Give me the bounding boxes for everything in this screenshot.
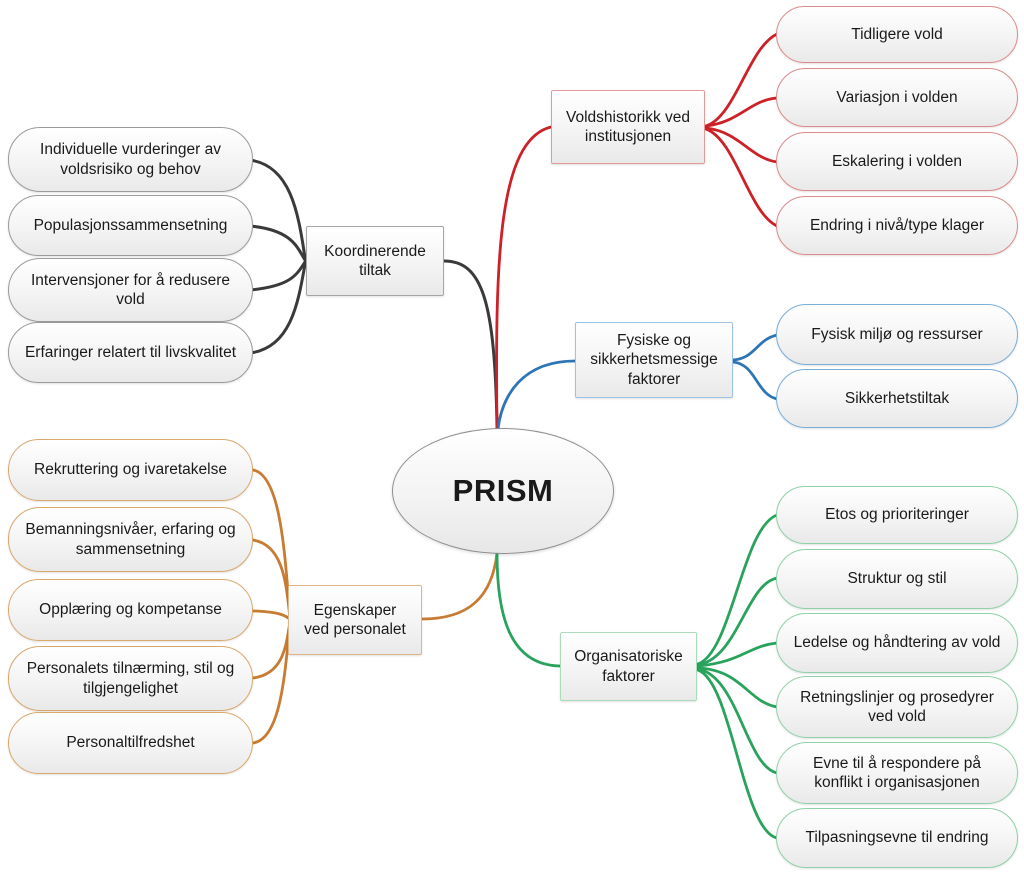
hub-egenskaper-personalet: Egenskaper ved personalet: [288, 585, 422, 655]
connector-tidligere-vold: [704, 32, 779, 128]
leaf-fysisk-miljo: Fysisk miljø og ressurser: [776, 304, 1018, 365]
leaf-endring-klager: Endring i nivå/type klager: [776, 196, 1018, 255]
leaf-erfaringer-livskvalitet: Erfaringer relatert til livskvalitet: [8, 322, 253, 383]
connectors-organisatoriske: [495, 513, 779, 840]
connectors-fysiske: [496, 333, 779, 431]
connector-koordinerende-center: [442, 259, 499, 430]
leaf-label: Endring i nivå/type klager: [809, 216, 985, 234]
connector-intervensjoner: [248, 260, 307, 292]
connector-organisatoriske-center: [495, 551, 562, 668]
leaf-ledelse-haandtering: Ledelse og håndtering av vold: [776, 613, 1018, 673]
leaf-personaltilfredshet: Personaltilfredshet: [8, 712, 253, 774]
leaf-evne-respondere-konflikt: Evne til å respondere på konflikt i orga…: [776, 742, 1018, 804]
connector-tilpasningsevne: [696, 668, 779, 840]
hub-label: Organisatoriske faktorer: [574, 648, 683, 685]
leaf-opplaering-kompetanse: Opplæring og kompetanse: [8, 579, 253, 641]
hub-koordinerende-tiltak: Koordinerende tiltak: [306, 226, 444, 296]
connector-retningslinjer: [696, 666, 779, 709]
hub-label: Koordinerende tiltak: [324, 242, 426, 279]
connector-personaltilfredshet: [251, 622, 292, 745]
connector-fysiske-center: [496, 359, 577, 431]
hub-label: Egenskaper ved personalet: [304, 601, 406, 638]
leaf-label: Tidligere vold: [851, 25, 943, 43]
connector-variasjon: [704, 96, 779, 128]
hub-label: Fysiske og sikkerhetsmessige faktorer: [590, 331, 718, 388]
leaf-label: Populasjonssammensetning: [33, 216, 228, 234]
leaf-tilpasningsevne: Tilpasningsevne til endring: [776, 808, 1018, 868]
leaf-struktur-og-stil: Struktur og stil: [776, 549, 1018, 609]
leaf-label: Erfaringer relatert til livskvalitet: [24, 343, 237, 361]
connector-fysisk-miljo: [731, 333, 779, 362]
connector-opplaering: [251, 609, 292, 621]
connector-voldshistorikk-center: [495, 125, 553, 430]
leaf-label: Etos og prioriteringer: [825, 506, 969, 524]
leaf-sikkerhetstiltak: Sikkerhetstiltak: [776, 369, 1018, 428]
connectors-voldshistorikk: [495, 32, 779, 430]
hub-fysiske-faktorer: Fysiske og sikkerhetsmessige faktorer: [575, 322, 733, 398]
connector-eskalering: [704, 126, 779, 164]
leaf-label: Ledelse og håndtering av vold: [793, 634, 1001, 652]
leaf-personalets-tilnaerming: Personalets tilnærming, stil og tilgjeng…: [8, 646, 253, 711]
connector-egenskaper-center: [420, 551, 499, 621]
hub-organisatoriske-faktorer: Organisatoriske faktorer: [560, 632, 697, 701]
leaf-label: Bemanningsnivåer, erfaring og sammensetn…: [25, 521, 236, 558]
leaf-label: Rekruttering og ivaretakelse: [34, 461, 227, 479]
center-node-prism: PRISM: [392, 428, 614, 554]
leaf-label: Intervensjoner for å redusere vold: [30, 271, 231, 308]
leaf-label: Eskalering i volden: [831, 152, 963, 170]
connector-ledelse: [696, 641, 779, 668]
connector-endring: [704, 127, 779, 228]
connector-sikkerhetstiltak: [731, 360, 779, 401]
connector-individuelle: [248, 158, 307, 260]
leaf-etos-prioriteringer: Etos og prioriteringer: [776, 486, 1018, 544]
connector-etos: [696, 513, 779, 666]
connector-evne: [696, 667, 779, 775]
leaf-label: Tilpasningsevne til endring: [805, 829, 989, 847]
leaf-intervensjoner: Intervensjoner for å redusere vold: [8, 258, 253, 322]
connector-struktur: [696, 576, 779, 667]
leaf-rekruttering: Rekruttering og ivaretakelse: [8, 439, 253, 501]
leaf-label: Personalets tilnærming, stil og tilgjeng…: [26, 660, 235, 697]
connector-populasjon: [248, 224, 307, 262]
center-label: PRISM: [452, 473, 554, 508]
leaf-label: Variasjon i volden: [836, 88, 958, 106]
leaf-retningslinjer-prosedyrer: Retningslinjer og prosedyrer ved vold: [776, 676, 1018, 738]
leaf-label: Sikkerhetstiltak: [844, 389, 950, 407]
leaf-label: Individuelle vurderinger av voldsrisiko …: [40, 141, 221, 178]
leaf-label: Retningslinjer og prosedyrer ved vold: [800, 688, 994, 725]
hub-label: Voldshistorikk ved institusjonen: [565, 108, 691, 145]
leaf-label: Fysisk miljø og ressurser: [811, 325, 983, 343]
hub-voldshistorikk: Voldshistorikk ved institusjonen: [551, 90, 705, 164]
leaf-tidligere-vold: Tidligere vold: [776, 6, 1018, 63]
leaf-populasjonssammensetning: Populasjonssammensetning: [8, 195, 253, 256]
leaf-variasjon-i-volden: Variasjon i volden: [776, 68, 1018, 127]
leaf-eskalering-i-volden: Eskalering i volden: [776, 132, 1018, 191]
leaf-label: Struktur og stil: [847, 570, 947, 588]
leaf-label: Evne til å respondere på konflikt i orga…: [812, 754, 982, 791]
leaf-individuelle-vurderinger: Individuelle vurderinger av voldsrisiko …: [8, 127, 253, 192]
leaf-label: Personaltilfredshet: [66, 734, 195, 752]
leaf-bemanningsnivaer: Bemanningsnivåer, erfaring og sammensetn…: [8, 507, 253, 572]
leaf-label: Opplæring og kompetanse: [39, 601, 222, 619]
connector-erfaringer: [248, 262, 307, 355]
